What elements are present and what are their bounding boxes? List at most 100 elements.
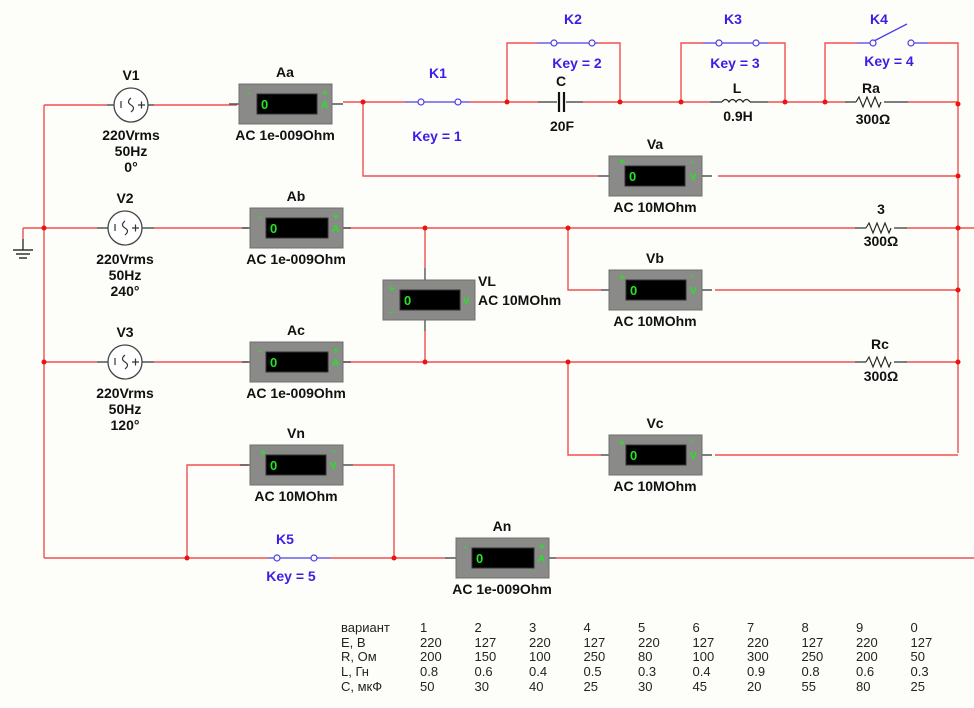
voltmeter-vc[interactable]: 0 + - V Vc AC 10MOhm <box>601 415 712 494</box>
table-cell: 200 <box>856 649 878 665</box>
ammeter-ac[interactable]: 0 - + A Ac AC 1e-009Ohm <box>242 322 351 401</box>
meter-display <box>256 93 318 115</box>
capacitor-c[interactable]: C 20F <box>538 73 583 134</box>
table-cell: 0.9 <box>747 664 766 680</box>
ammeter-aa[interactable]: 0 - + A Aa AC 1e-009Ohm <box>229 64 343 143</box>
switch-key: Key = 4 <box>864 53 914 69</box>
source-name: V1 <box>122 67 139 83</box>
table-row: E, В 220 127 220 127 220 127 220 127 220… <box>341 636 965 651</box>
table-cell: 0.4 <box>692 664 711 680</box>
meter-name: An <box>493 518 512 534</box>
switch-contact-icon <box>907 39 915 47</box>
voltmeter-vl[interactable]: 0 + - V VL AC 10MOhm <box>382 268 561 331</box>
table-cell: 45 <box>692 678 707 694</box>
switch-k3[interactable]: K3 Key = 3 <box>703 11 768 71</box>
meter-spec: AC 1e-009Ohm <box>235 127 335 143</box>
switch-k2[interactable]: K2 Key = 2 <box>537 11 602 71</box>
wire-ground <box>22 227 44 239</box>
row-label: L, Гн <box>341 664 369 680</box>
switch-k4[interactable]: K4 Key = 4 <box>857 11 928 69</box>
meter-spec: AC 10MOhm <box>613 313 696 329</box>
source-v3[interactable]: V3 220Vrms 50Hz 120° <box>96 324 154 433</box>
component-value: 300Ω <box>864 233 899 249</box>
source-voltage: 220Vrms <box>96 251 154 267</box>
column-header: 2 <box>474 620 482 636</box>
table-cell: 0.8 <box>420 664 439 680</box>
pin-minus: - <box>691 271 694 282</box>
meter-spec: AC 10MOhm <box>613 199 696 215</box>
voltmeter-vn[interactable]: 0 + - V Vn AC 10MOhm <box>240 425 353 504</box>
table-cell: 220 <box>747 634 769 650</box>
table-row: C, мкФ 50 30 40 25 30 45 20 55 80 25 <box>341 679 965 694</box>
column-header: 0 <box>910 620 918 636</box>
wire-k3-bypass <box>680 42 786 102</box>
switch-contact-icon <box>550 39 558 47</box>
meter-display <box>625 444 687 466</box>
resistor-rb[interactable]: 3 300Ω <box>855 201 907 249</box>
component-value: 20F <box>550 118 575 134</box>
component-name: 3 <box>877 201 885 217</box>
switch-name: K1 <box>429 65 447 81</box>
meter-unit: V <box>463 296 470 307</box>
switch-name: K5 <box>276 531 294 547</box>
switch-name: K2 <box>564 11 582 27</box>
switch-key: Key = 1 <box>412 128 462 144</box>
ammeter-an[interactable]: 0 - + A An AC 1e-009Ohm <box>445 518 556 597</box>
wire-va-plus <box>362 102 598 177</box>
table-cell: 0.5 <box>583 664 602 680</box>
switch-k1[interactable]: K1 Key = 1 <box>405 65 470 144</box>
switch-contact-icon <box>715 39 723 47</box>
table-cell: 127 <box>474 634 497 650</box>
meter-spec: AC 1e-009Ohm <box>246 385 346 401</box>
pin-minus: - <box>258 346 261 357</box>
ammeter-ab[interactable]: 0 - + A Ab AC 1e-009Ohm <box>242 188 351 267</box>
table-cell: 25 <box>583 678 598 694</box>
table-cell: 250 <box>801 649 824 665</box>
source-v1[interactable]: V1 220Vrms 50Hz 0° <box>102 67 160 175</box>
switch-contact-icon <box>310 554 318 562</box>
table-cell: 127 <box>910 634 933 650</box>
pin-plus: + <box>322 88 328 99</box>
component-value: 300Ω <box>856 111 891 127</box>
resistor-icon <box>855 95 882 109</box>
table-row: R, Ом 200 150 100 250 80 100 300 250 200… <box>341 650 965 665</box>
table-cell: 250 <box>583 649 606 665</box>
pin-plus: + <box>333 346 339 357</box>
header-label: вариант <box>341 620 390 636</box>
switch-name: K3 <box>724 11 742 27</box>
table-cell: 30 <box>474 678 489 694</box>
source-phase: 120° <box>111 417 140 433</box>
table-cell: 0.6 <box>474 664 493 680</box>
meter-spec: AC 1e-009Ohm <box>452 581 552 597</box>
meter-name: Vc <box>646 415 663 431</box>
source-voltage: 220Vrms <box>102 127 160 143</box>
switch-k5[interactable]: K5 Key = 5 <box>266 531 330 584</box>
junction-nodes <box>41 99 961 561</box>
source-name: V3 <box>116 324 133 340</box>
table-cell: 0.3 <box>638 664 657 680</box>
meter-spec: AC 1e-009Ohm <box>246 251 346 267</box>
table-cell: 80 <box>638 649 653 665</box>
meter-name: VL <box>478 273 496 289</box>
meter-name: Vn <box>287 425 305 441</box>
column-header: 5 <box>638 620 646 636</box>
table-cell: 127 <box>583 634 606 650</box>
pin-minus: - <box>247 88 250 99</box>
resistor-rc[interactable]: Rc 300Ω <box>855 336 907 384</box>
meter-unit: V <box>690 172 697 183</box>
inductor-l[interactable]: L 0.9H <box>710 80 768 124</box>
source-phase: 0° <box>124 159 137 175</box>
voltmeter-va[interactable]: 0 + - V Va AC 10MOhm <box>598 136 712 215</box>
resistor-ra[interactable]: Ra 300Ω <box>845 80 908 127</box>
switch-contact-icon <box>869 39 877 47</box>
voltmeter-vb[interactable]: 0 + - V Vb AC 10MOhm <box>601 250 712 329</box>
source-v2[interactable]: V2 220Vrms 50Hz 240° <box>96 190 154 299</box>
component-value: 300Ω <box>864 368 899 384</box>
component-name: Rc <box>871 336 889 352</box>
wire-k4-bypass-right-bus <box>824 42 959 453</box>
wire-vc-plus <box>567 362 601 456</box>
meter-display <box>471 547 535 569</box>
meter-reading: 0 <box>630 448 637 463</box>
switch-key: Key = 3 <box>710 55 760 71</box>
switch-key: Key = 5 <box>266 568 316 584</box>
